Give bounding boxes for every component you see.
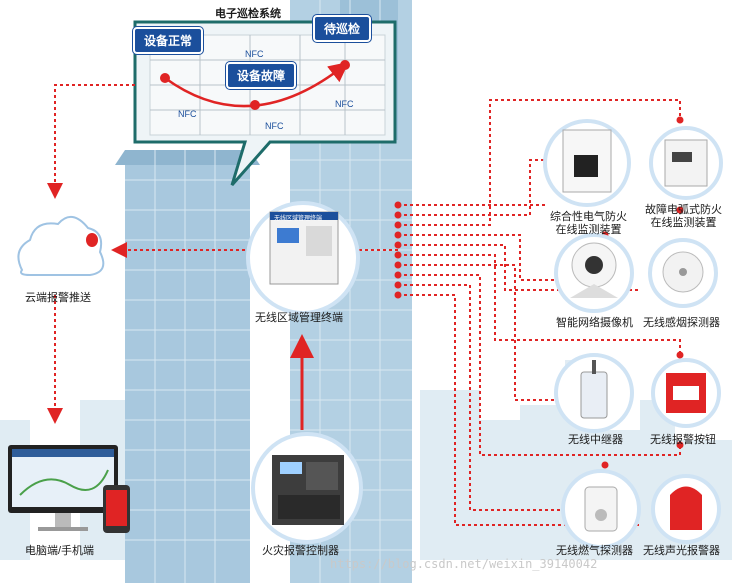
status-pending-badge: 待巡检 xyxy=(313,15,372,42)
nfc-tag-1: NFC xyxy=(245,49,264,59)
status-fault-badge: 设备故障 xyxy=(226,62,297,89)
watermark: https://blog.csdn.net/weixin_39140042 xyxy=(330,557,598,571)
gas-icon xyxy=(561,469,641,549)
status-normal-badge: 设备正常 xyxy=(133,27,204,54)
alarm-button-label: 无线报警按钮 xyxy=(650,434,716,446)
repeater-icon xyxy=(554,353,634,433)
computer-icon xyxy=(8,445,118,531)
left-building xyxy=(115,150,260,583)
monitor-icon xyxy=(543,119,631,207)
nfc-tag-3: NFC xyxy=(265,121,284,131)
pc-mobile-label: 电脑端/手机端 xyxy=(25,545,95,557)
system-title: 电子巡检系统 xyxy=(215,8,281,20)
sound-light-label: 无线声光报警器 xyxy=(643,545,720,557)
phone-icon xyxy=(103,485,130,533)
terminal-label: 无线区域管理终端 xyxy=(255,312,343,324)
fire-controller-label: 火灾报警控制器 xyxy=(262,545,339,557)
siren-icon xyxy=(651,474,721,544)
flow-lines xyxy=(47,84,681,526)
terminal-icon xyxy=(246,201,360,315)
terminal-screen-label: 无线区域管理终端 xyxy=(274,216,323,222)
cloud-label: 云端报警推送 xyxy=(25,292,91,304)
smoke-label: 无线感烟探测器 xyxy=(643,317,720,329)
smoke-icon xyxy=(648,238,718,308)
arc-label: 故障电弧式防火 在线监测装置 xyxy=(645,204,722,229)
button-icon xyxy=(651,358,721,428)
nfc-tag-4: NFC xyxy=(335,99,354,109)
controller-icon xyxy=(251,432,363,544)
cloud-icon xyxy=(17,216,105,276)
gas-label: 无线燃气探测器 xyxy=(556,545,633,557)
electrical-label: 综合性电气防火 在线监测装置 xyxy=(550,211,627,236)
nfc-tag-2: NFC xyxy=(178,109,197,119)
breaker-icon xyxy=(649,126,723,200)
repeater-label: 无线中继器 xyxy=(568,434,623,446)
camera-label: 智能网络摄像机 xyxy=(556,317,633,329)
camera-icon xyxy=(554,233,634,313)
